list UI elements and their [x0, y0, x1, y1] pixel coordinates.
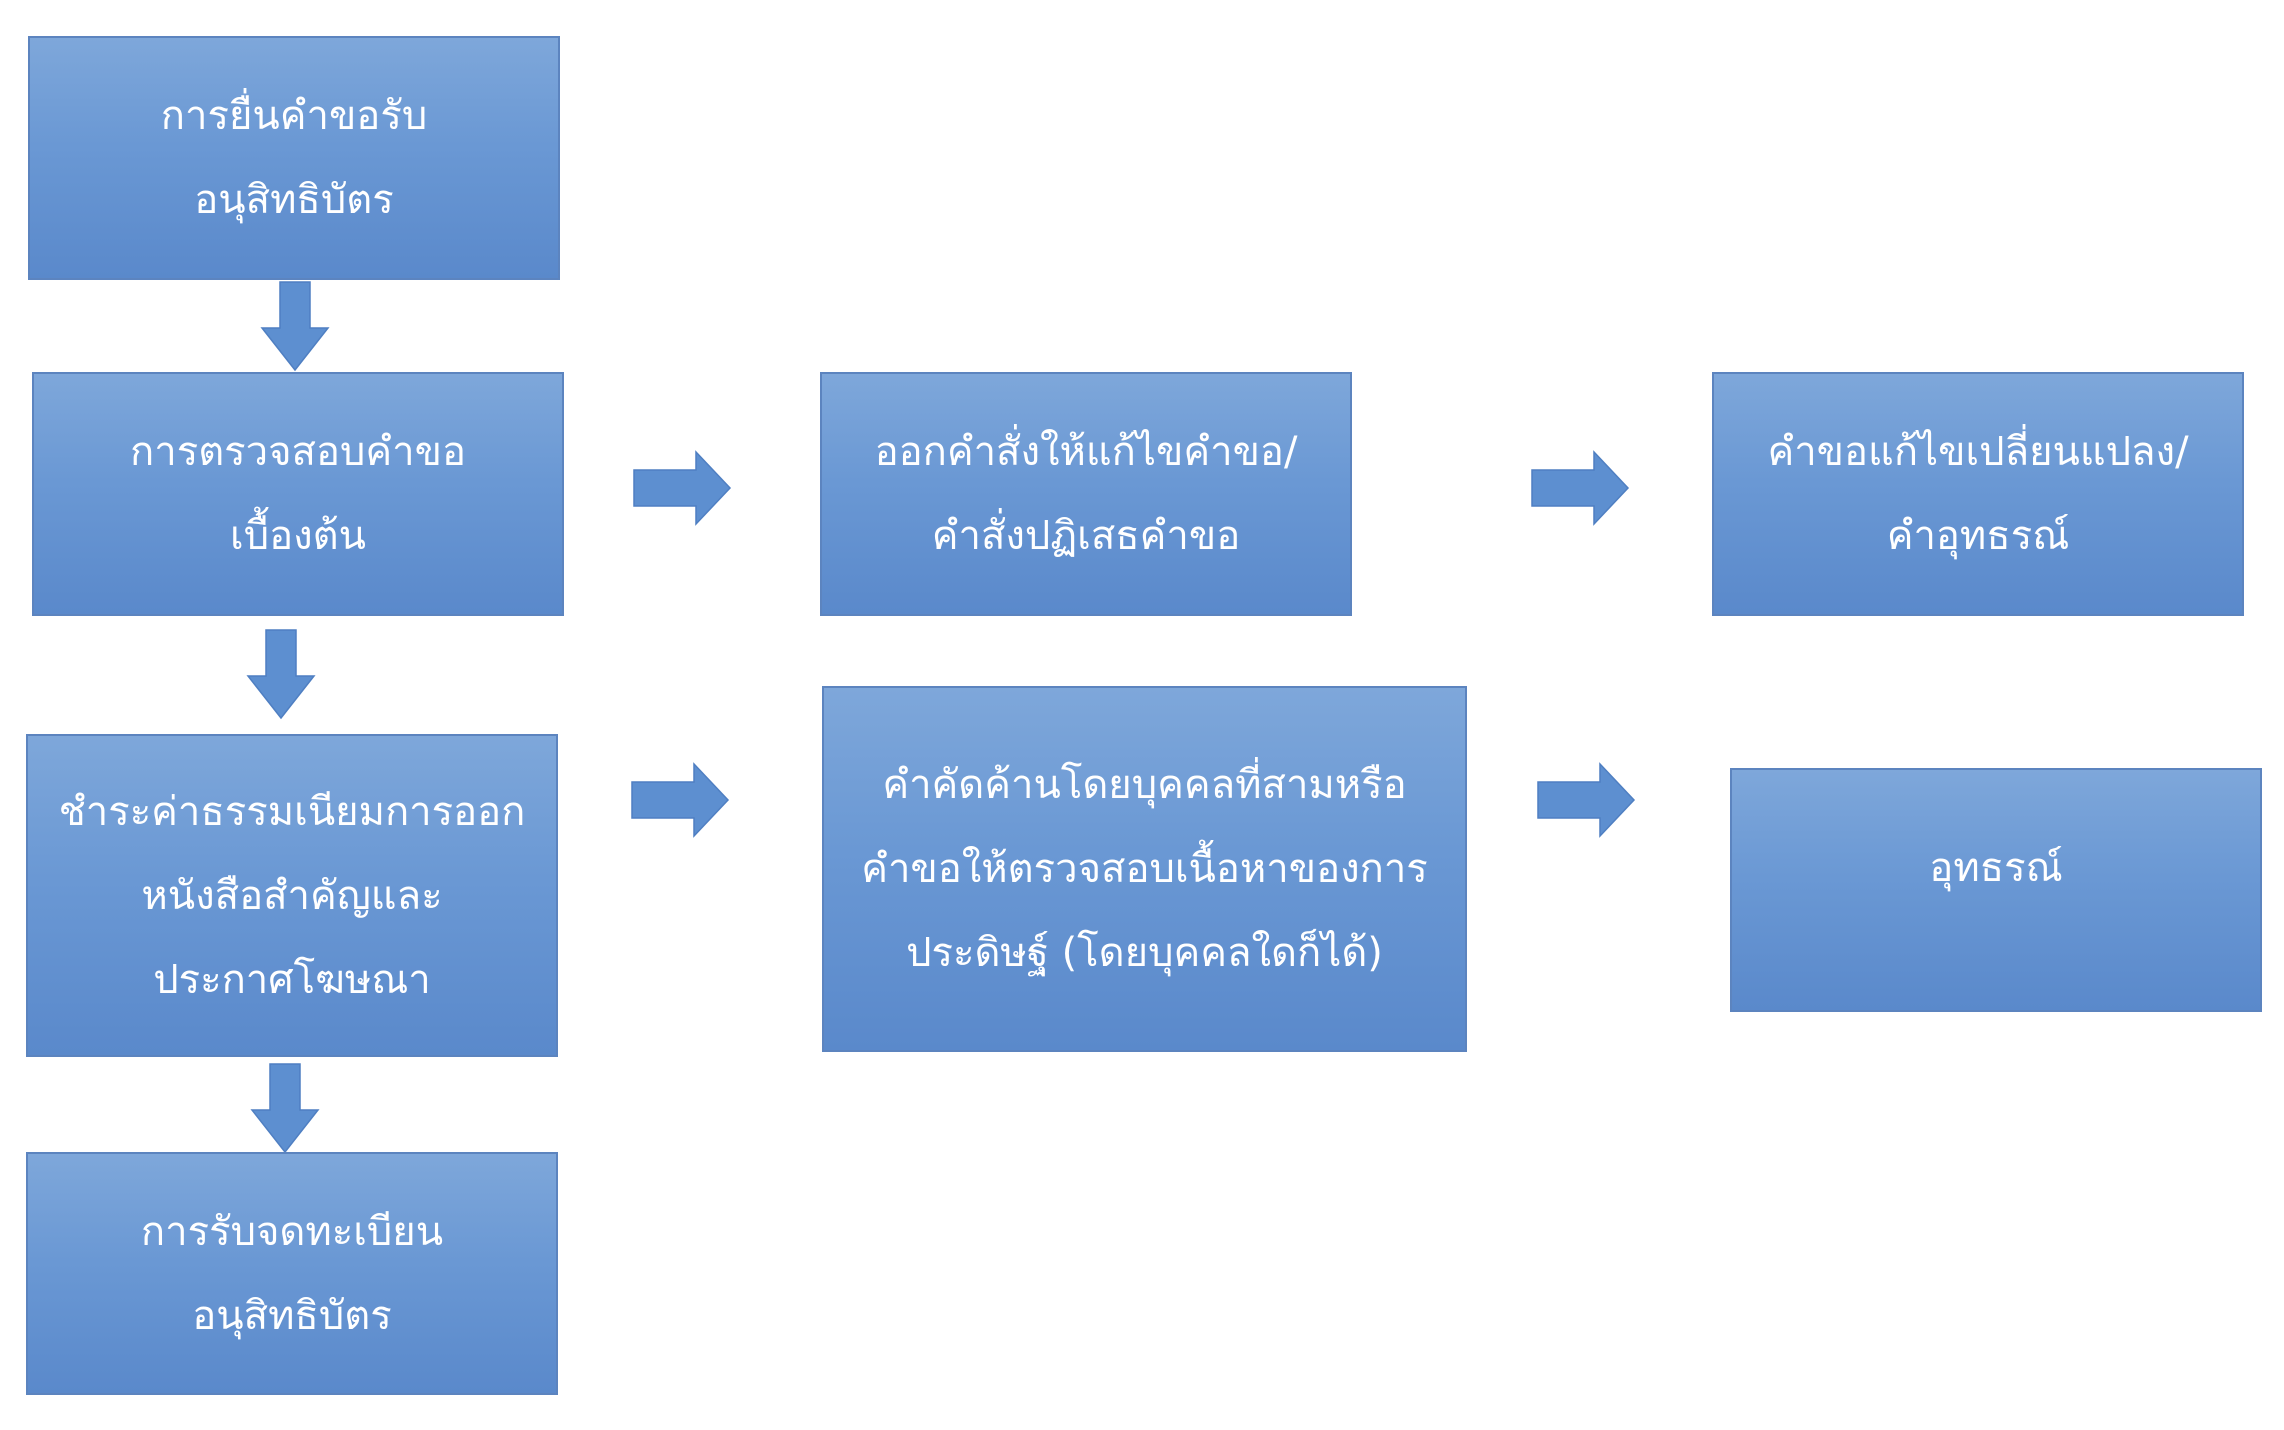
box-apply-petty-patent: การยื่นคำขอรับ อนุสิทธิบัตร	[28, 36, 560, 280]
box-amend-line-1: คำขอแก้ไขเปลี่ยนแปลง/	[1767, 429, 2189, 475]
arrow-right-1	[633, 450, 732, 526]
arrow-down-1	[260, 281, 330, 372]
arrow-down-2	[246, 629, 316, 720]
arrow-down-3	[250, 1063, 320, 1154]
arrow-right-3	[631, 762, 730, 838]
box-third-party-opposition: คำคัดค้านโดยบุคคลที่สามหรือ คำขอให้ตรวจส…	[822, 686, 1467, 1052]
box-preliminary-exam: การตรวจสอบคำขอ เบื้องต้น	[32, 372, 564, 616]
box-register-line-1: การรับจดทะเบียน	[140, 1208, 444, 1255]
box-amendment-appeal-request: คำขอแก้ไขเปลี่ยนแปลง/ คำอุทธรณ์	[1712, 372, 2244, 616]
box-exam-line-1: การตรวจสอบคำขอ	[130, 429, 466, 475]
box-appeal: อุทธรณ์	[1730, 768, 2262, 1012]
box-order-amend-reject: ออกคำสั่งให้แก้ไขคำขอ/ คำสั่งปฏิเสธคำขอ	[820, 372, 1352, 616]
box-amend-line-2: คำอุทธรณ์	[1886, 513, 2070, 559]
box-apply-line-1: การยื่นคำขอรับ	[160, 93, 428, 139]
box-registration: การรับจดทะเบียน อนุสิทธิบัตร	[26, 1152, 558, 1395]
box-fee-line-3: ประกาศโฆษณา	[153, 956, 431, 1003]
box-opposition-line-1: คำคัดค้านโดยบุคคลที่สามหรือ	[882, 762, 1407, 808]
box-apply-line-2: อนุสิทธิบัตร	[194, 177, 394, 223]
box-register-line-2: อนุสิทธิบัตร	[192, 1292, 392, 1339]
arrow-right-4	[1537, 762, 1636, 838]
box-pay-fee-publish: ชำระค่าธรรมเนียมการออก หนังสือสำคัญและ ป…	[26, 734, 558, 1057]
box-fee-line-2: หนังสือสำคัญและ	[141, 872, 443, 919]
arrow-right-2	[1531, 450, 1630, 526]
box-opposition-line-3: ประดิษฐ์ (โดยบุคคลใดก็ได้)	[906, 930, 1383, 976]
box-order-line-1: ออกคำสั่งให้แก้ไขคำขอ/	[874, 429, 1298, 475]
box-order-line-2: คำสั่งปฏิเสธคำขอ	[931, 513, 1241, 559]
box-appeal-line-1: อุทธรณ์	[1929, 845, 2063, 891]
box-opposition-line-2: คำขอให้ตรวจสอบเนื้อหาของการ	[861, 846, 1428, 892]
box-exam-line-2: เบื้องต้น	[230, 513, 366, 559]
box-fee-line-1: ชำระค่าธรรมเนียมการออก	[58, 788, 526, 835]
